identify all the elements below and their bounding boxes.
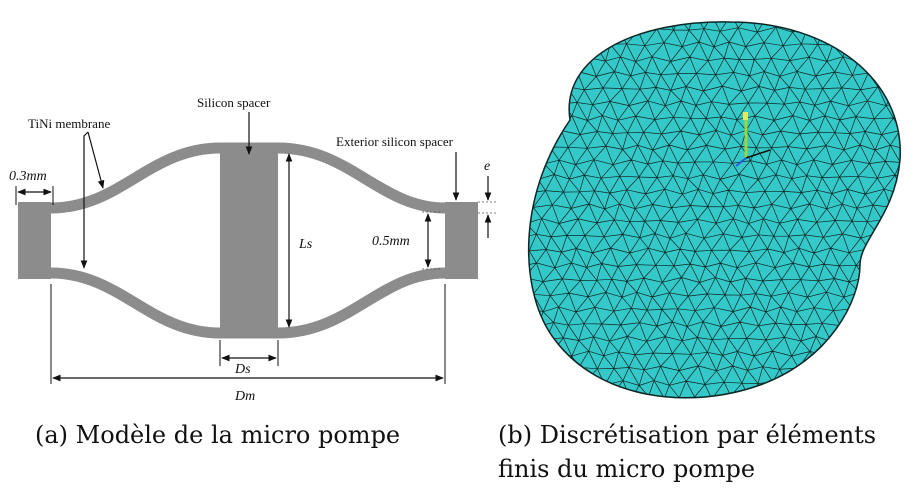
right-exterior-spacer — [445, 202, 478, 279]
caption-b: (b) Discrétisation par éléments finis du… — [498, 418, 876, 486]
silicon-spacer — [220, 148, 278, 338]
pump-model-diagram: Silicon spacer TiNi membrane Exterior si… — [9, 95, 496, 404]
exterior-spacer-label: Exterior silicon spacer — [336, 134, 454, 149]
dim-0-3mm-label: 0.3mm — [9, 169, 47, 184]
silicon-spacer-label: Silicon spacer — [197, 95, 271, 110]
dim-ls-label: Ls — [298, 237, 313, 252]
tini-membrane-label: TiNi membrane — [28, 116, 110, 131]
dim-0-5mm-label: 0.5mm — [372, 234, 410, 249]
dim-dm-label: Dm — [234, 389, 255, 404]
coordinate-axes-icon — [735, 112, 771, 167]
caption-b-line1: (b) Discrétisation par éléments — [498, 421, 877, 449]
fem-mesh-diagram — [528, 21, 901, 399]
dim-ds-label: Ds — [234, 362, 251, 377]
left-exterior-spacer — [18, 202, 51, 279]
caption-b-line2: finis du micro pompe — [498, 455, 756, 483]
dim-e-label: e — [484, 159, 490, 174]
caption-a: (a) Modèle de la micro pompe — [35, 421, 401, 449]
